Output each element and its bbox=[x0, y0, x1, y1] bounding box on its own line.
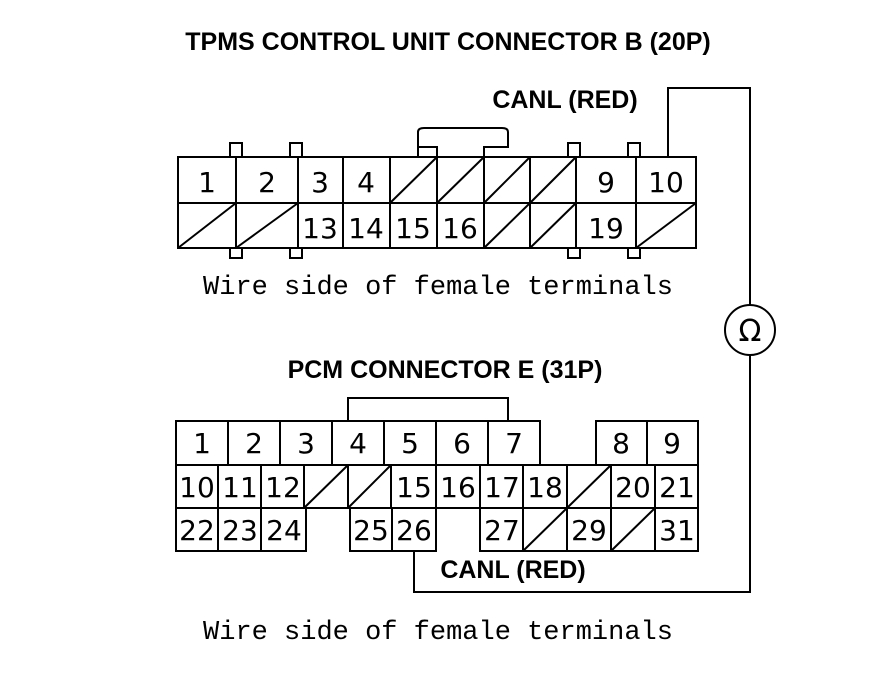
pcm-pin-12: 12 bbox=[265, 471, 301, 504]
tpms-pin-14: 14 bbox=[348, 212, 384, 245]
pcm-pin-29: 29 bbox=[571, 514, 607, 547]
pcm-pin-24: 24 bbox=[266, 514, 302, 547]
pcm-caption: Wire side of female terminals bbox=[203, 618, 673, 648]
pcm-pin-16: 16 bbox=[440, 471, 476, 504]
tpms-pin-19: 19 bbox=[588, 212, 624, 245]
pcm-connector-title: PCM CONNECTOR E (31P) bbox=[288, 356, 603, 384]
tpms-empty-cavity bbox=[436, 156, 485, 204]
ohm-symbol: Ω bbox=[739, 314, 762, 349]
tpms-pin-1: 1 bbox=[198, 166, 216, 199]
tpms-caption: Wire side of female terminals bbox=[203, 273, 673, 303]
tpms-pin-16: 16 bbox=[442, 212, 478, 245]
pcm-empty-cavity bbox=[610, 507, 656, 552]
tpms-latch bbox=[417, 127, 509, 157]
pcm-pin-labels: 1 2 3 4 5 6 7 8 9 10 11 12 15 16 17 18 2… bbox=[179, 427, 695, 547]
pcm-pin-10: 10 bbox=[179, 471, 215, 504]
pcm-empty-cavity bbox=[566, 464, 612, 509]
pcm-pin-21: 21 bbox=[659, 471, 695, 504]
pcm-empty-cavity bbox=[347, 464, 392, 509]
pcm-pin-1: 1 bbox=[193, 427, 211, 460]
pcm-empty-cavity bbox=[303, 464, 349, 509]
ohmmeter-icon bbox=[724, 304, 776, 356]
pcm-pin-9: 9 bbox=[663, 427, 681, 460]
pcm-pin-3: 3 bbox=[297, 427, 315, 460]
pcm-pin-5: 5 bbox=[401, 427, 419, 460]
pcm-pin-20: 20 bbox=[615, 471, 651, 504]
pcm-pin-18: 18 bbox=[527, 471, 563, 504]
pcm-pin-11: 11 bbox=[222, 471, 258, 504]
tpms-empty-cavity bbox=[235, 202, 299, 249]
pcm-empty-cavity bbox=[522, 507, 568, 552]
tpms-empty-cavity bbox=[483, 156, 531, 204]
pcm-pin-22: 22 bbox=[179, 514, 215, 547]
tpms-empty-cavity bbox=[389, 156, 438, 204]
tpms-empty-cavity bbox=[529, 156, 577, 204]
pcm-pin-7: 7 bbox=[505, 427, 523, 460]
pcm-pin-8: 8 bbox=[612, 427, 630, 460]
pcm-pin-17: 17 bbox=[484, 471, 520, 504]
tpms-pin-10: 10 bbox=[648, 166, 684, 199]
pcm-wire-label: CANL (RED) bbox=[440, 556, 585, 584]
pcm-pin-31: 31 bbox=[659, 514, 695, 547]
pcm-pin-2: 2 bbox=[245, 427, 263, 460]
tpms-empty-cavity bbox=[177, 202, 237, 249]
pcm-pin-27: 27 bbox=[484, 514, 520, 547]
pcm-connector bbox=[175, 397, 699, 552]
pcm-pin-23: 23 bbox=[222, 514, 258, 547]
tpms-pin-2: 2 bbox=[258, 166, 276, 199]
tpms-connector bbox=[177, 127, 697, 259]
tpms-pin-4: 4 bbox=[357, 166, 375, 199]
tpms-empty-cavity bbox=[483, 202, 531, 249]
tpms-wire-label: CANL (RED) bbox=[492, 86, 637, 114]
tpms-pin-3: 3 bbox=[311, 166, 329, 199]
meter-wire bbox=[413, 87, 751, 593]
tpms-pin-13: 13 bbox=[302, 212, 338, 245]
tpms-empty-cavity bbox=[529, 202, 577, 249]
tpms-pin-9: 9 bbox=[597, 166, 615, 199]
pcm-pin-25: 25 bbox=[353, 514, 389, 547]
tpms-connector-title: TPMS CONTROL UNIT CONNECTOR B (20P) bbox=[185, 28, 711, 56]
tpms-pin-labels: 1 2 3 4 9 10 13 14 15 16 19 bbox=[198, 166, 684, 245]
pcm-latch bbox=[347, 397, 509, 421]
pcm-pin-4: 4 bbox=[349, 427, 367, 460]
pcm-pin-15: 15 bbox=[396, 471, 432, 504]
tpms-empty-cavity bbox=[635, 202, 697, 249]
pcm-pin-6: 6 bbox=[453, 427, 471, 460]
tpms-pin-15: 15 bbox=[395, 212, 431, 245]
pcm-pin-26: 26 bbox=[396, 514, 432, 547]
